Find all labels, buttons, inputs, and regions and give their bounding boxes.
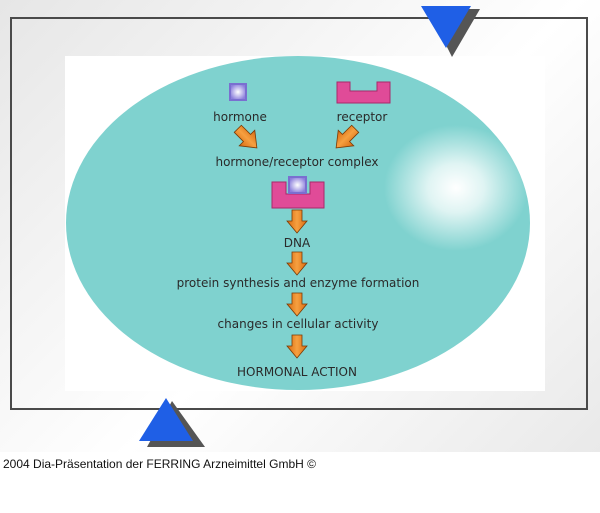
receptor-icon	[336, 81, 391, 104]
arrow-dna-to-protein-icon	[286, 251, 308, 276]
label-cellular-activity: changes in cellular activity	[217, 317, 379, 331]
label-hormone: hormone	[213, 110, 267, 124]
arrow-complex-to-dna-icon	[286, 209, 308, 234]
arrow-protein-to-activity-icon	[286, 292, 308, 317]
label-hormonal-action: HORMONAL ACTION	[237, 365, 357, 379]
slide-frame	[10, 17, 588, 410]
arrow-hormone-to-complex-icon	[233, 124, 258, 149]
label-protein-synthesis: protein synthesis and enzyme formation	[176, 276, 420, 290]
footer-copyright: 2004 Dia-Präsentation der FERRING Arznei…	[3, 457, 316, 471]
arrow-activity-to-action-icon	[286, 334, 308, 359]
hormone-receptor-complex-icon	[271, 176, 325, 209]
hormone-icon	[229, 83, 247, 101]
triangle-top-icon	[421, 6, 480, 57]
label-hormone-receptor-complex: hormone/receptor complex	[215, 155, 379, 169]
label-receptor: receptor	[336, 110, 388, 124]
triangle-bottom-icon	[139, 398, 205, 447]
arrow-receptor-to-complex-icon	[335, 124, 360, 149]
label-dna: DNA	[283, 236, 311, 250]
